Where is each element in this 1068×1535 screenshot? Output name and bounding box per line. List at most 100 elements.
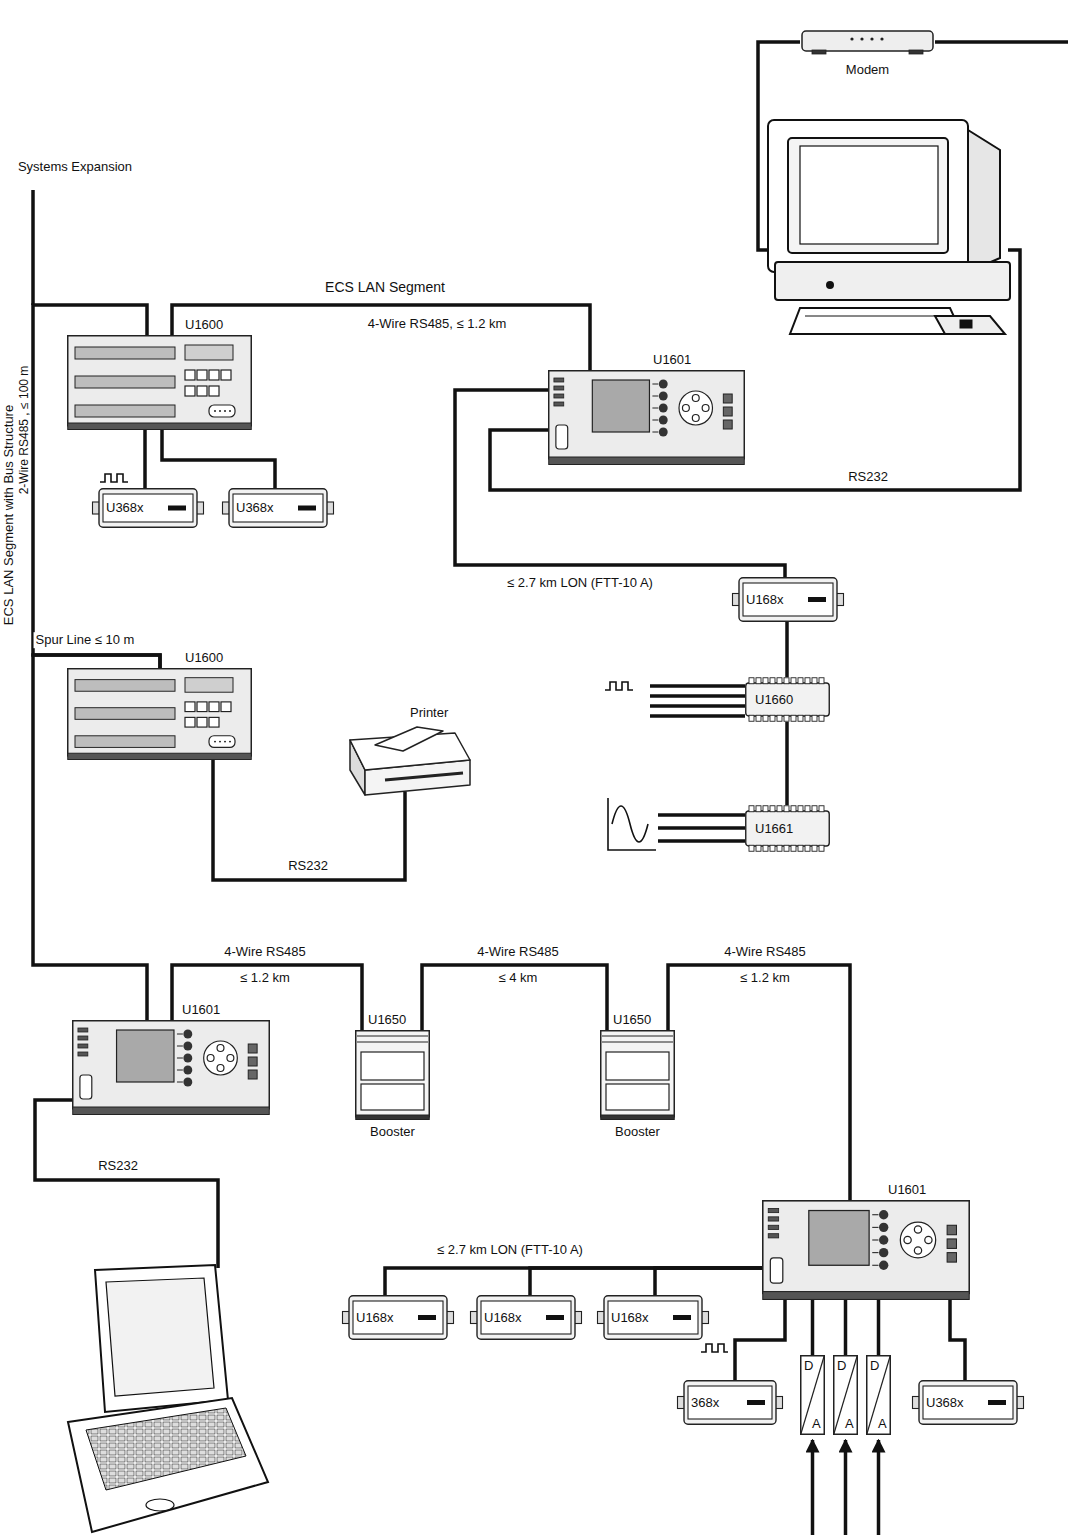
cable-label: RS232 bbox=[286, 858, 330, 874]
computer-illustration bbox=[768, 120, 1010, 334]
booster-unit: U1650Booster bbox=[355, 1030, 430, 1120]
controller-unit: U1601 bbox=[72, 1020, 270, 1115]
device-label: Printer bbox=[410, 705, 448, 721]
controller-unit: U1600 bbox=[67, 335, 252, 430]
bus-line bbox=[31, 190, 35, 305]
din-rail-module: U368x bbox=[912, 1380, 1024, 1425]
analog-mark: A bbox=[812, 1416, 821, 1432]
digital-mark: D bbox=[870, 1358, 879, 1374]
device-label: U1650 bbox=[613, 1012, 651, 1028]
signal-symbols bbox=[100, 474, 728, 1352]
device-label: U1601 bbox=[182, 1002, 220, 1018]
device-label: U368x bbox=[106, 500, 144, 516]
analog-input-arrow bbox=[877, 1440, 881, 1535]
device-outline bbox=[600, 1030, 675, 1120]
sine-symbol bbox=[612, 806, 648, 842]
cable-label: 4-Wire RS485 ≤ 1.2 km bbox=[222, 939, 309, 991]
cable bbox=[844, 1300, 848, 1355]
device-label: U368x bbox=[926, 1395, 964, 1411]
cable bbox=[950, 1300, 965, 1380]
io-module: U1660 bbox=[745, 677, 830, 722]
din-rail-module: U168x bbox=[470, 1295, 582, 1340]
device-label: U1661 bbox=[755, 821, 793, 837]
cable bbox=[811, 1300, 815, 1355]
din-rail-module: U368x bbox=[222, 488, 334, 528]
din-rail-module: U168x bbox=[597, 1295, 709, 1340]
cable bbox=[143, 430, 147, 488]
annotation: RS232 bbox=[96, 1158, 140, 1174]
io-module: U1661 bbox=[745, 805, 830, 852]
rs232-cable bbox=[35, 1100, 218, 1268]
input-wire bbox=[658, 813, 745, 817]
input-wire bbox=[650, 694, 745, 698]
din-rail-module: 368x bbox=[677, 1380, 783, 1425]
converter-box: DA bbox=[833, 1355, 858, 1435]
device-outline bbox=[72, 1020, 270, 1115]
wiring bbox=[33, 42, 1068, 1535]
device-label: U168x bbox=[356, 1310, 394, 1326]
device-label: U1600 bbox=[185, 650, 223, 666]
device-outline bbox=[355, 1030, 430, 1120]
annotation: ECS LAN Segment bbox=[323, 279, 447, 296]
device-caption: Booster bbox=[370, 1124, 415, 1140]
device-label: U1601 bbox=[653, 352, 691, 368]
annotation: RS232 bbox=[846, 469, 890, 485]
cable bbox=[655, 1268, 762, 1295]
cable bbox=[385, 1268, 762, 1295]
device-outline bbox=[800, 28, 935, 56]
cable bbox=[668, 965, 850, 1200]
connectors bbox=[33, 305, 965, 1380]
device-label: 368x bbox=[691, 1395, 719, 1411]
digital-mark: D bbox=[804, 1358, 813, 1374]
pulse-symbol bbox=[605, 682, 633, 690]
device-label: U168x bbox=[484, 1310, 522, 1326]
controller-unit: U1600 bbox=[67, 668, 252, 760]
device-outline bbox=[335, 725, 475, 800]
converter-box: DA bbox=[866, 1355, 891, 1435]
annotation: Spur Line ≤ 10 m bbox=[34, 632, 137, 648]
printer-device: Printer bbox=[335, 725, 475, 800]
analog-input-arrow bbox=[811, 1440, 815, 1535]
modem-device: Modem bbox=[800, 28, 935, 56]
cable bbox=[785, 722, 789, 805]
device-outline bbox=[762, 1200, 970, 1300]
din-rail-module: U168x bbox=[732, 577, 844, 622]
cable-label: ≤ 2.7 km LON (FTT-10 A) bbox=[505, 575, 655, 591]
din-rail-module: U168x bbox=[342, 1295, 454, 1340]
cable bbox=[735, 1300, 785, 1380]
cable bbox=[162, 430, 275, 488]
analog-mark: A bbox=[845, 1416, 854, 1432]
device-label: U1660 bbox=[755, 692, 793, 708]
device-label: U368x bbox=[236, 500, 274, 516]
device-label: U168x bbox=[746, 592, 784, 608]
input-wire bbox=[658, 826, 745, 830]
analog-mark: A bbox=[878, 1416, 887, 1432]
laptop-illustration bbox=[68, 1265, 268, 1532]
phone-line bbox=[935, 40, 1068, 44]
device-label: U1600 bbox=[185, 317, 223, 333]
din-rail-module: U368x bbox=[92, 488, 204, 528]
cable bbox=[785, 622, 789, 677]
device-label: U168x bbox=[611, 1310, 649, 1326]
input-wire bbox=[650, 684, 745, 688]
digital-mark: D bbox=[837, 1358, 846, 1374]
bus-annotation: 2-Wire RS485 , ≤ 100 m bbox=[17, 364, 31, 497]
device-outline bbox=[67, 335, 252, 430]
cable bbox=[530, 1268, 762, 1295]
rs232-cable bbox=[490, 250, 1020, 490]
analog-input-arrow bbox=[844, 1440, 848, 1535]
pulse-symbol bbox=[100, 474, 128, 482]
pulse-symbol bbox=[701, 1344, 728, 1352]
cable bbox=[877, 1300, 881, 1355]
controller-unit: U1601 bbox=[548, 370, 745, 465]
cable-label: 4-Wire RS485 ≤ 1.2 km bbox=[722, 939, 809, 991]
converter-box: DA bbox=[800, 1355, 825, 1435]
device-outline bbox=[548, 370, 745, 465]
device-label: U1601 bbox=[888, 1182, 926, 1198]
cable-label: ≤ 2.7 km LON (FTT-10 A) bbox=[435, 1242, 585, 1258]
input-wire bbox=[650, 714, 745, 718]
device-label: U1650 bbox=[368, 1012, 406, 1028]
device-outline bbox=[67, 668, 252, 760]
cable-label: 4-Wire RS485, ≤ 1.2 km bbox=[366, 316, 509, 332]
device-label: Modem bbox=[846, 62, 889, 78]
